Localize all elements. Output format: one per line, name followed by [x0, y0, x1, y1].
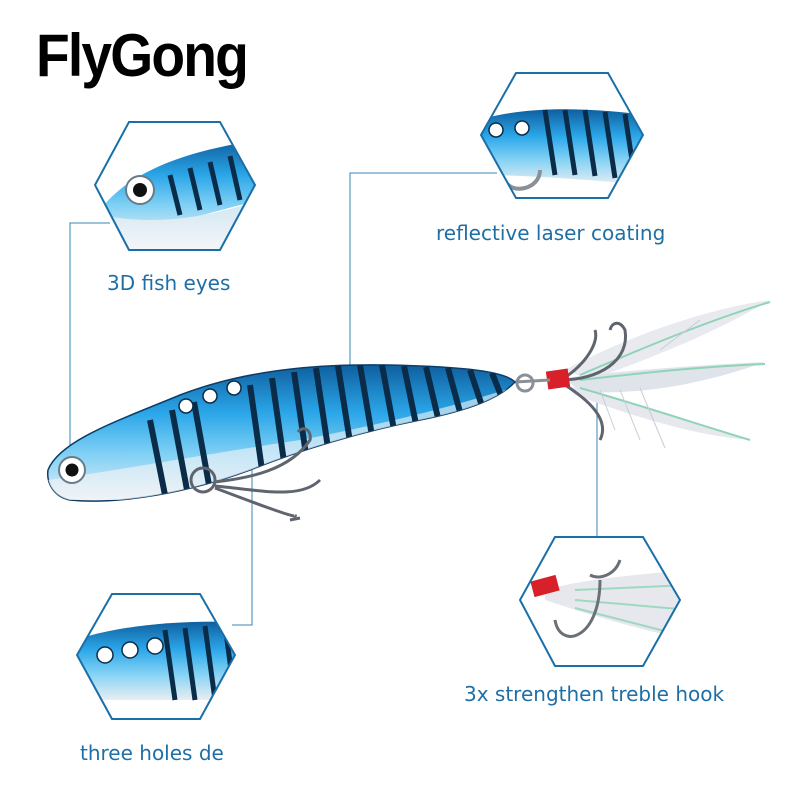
brand-logo: FlyGong — [36, 22, 249, 89]
feature-label-laser: reflective laser coating — [436, 221, 666, 245]
leader-laser — [349, 172, 497, 368]
belly-treble-hook-icon — [189, 427, 322, 522]
lure-body — [47, 300, 771, 522]
feature-label-hook: 3x strengthen treble hook — [464, 682, 725, 706]
callout-eyes-hexagon — [93, 121, 257, 251]
line-hole-1 — [178, 398, 194, 414]
leader-eyes — [69, 222, 110, 470]
red-wrap — [545, 368, 571, 390]
feature-label-holes: three holes de — [80, 741, 224, 765]
feature-label-eyes: 3D fish eyes — [107, 271, 231, 295]
line-hole-2 — [202, 388, 218, 404]
line-hole-3 — [226, 380, 242, 396]
callout-laser-hexagon — [479, 72, 645, 199]
callout-hook-hexagon — [518, 536, 682, 667]
callout-holes-hexagon — [75, 593, 237, 720]
